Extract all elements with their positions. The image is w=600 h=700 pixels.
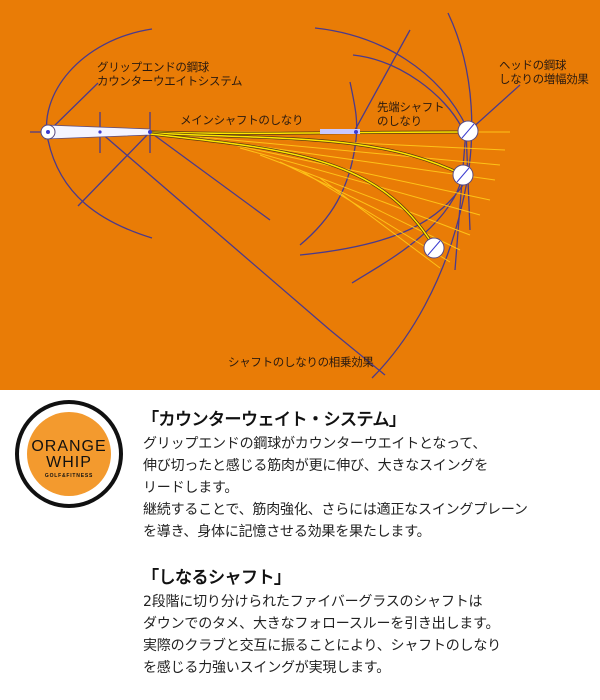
main-shaft-label: メインシャフトのしなり <box>180 113 304 127</box>
shaft-flex-diagram: グリップエンドの鋼球 カウンターウエイトシステム メインシャフトのしなり 先端シ… <box>0 0 600 390</box>
desc-line: 継続することで、筋肉強化、さらには適正なスイングプレーン <box>143 502 528 518</box>
tip-shaft-label-line2: のしなり <box>377 114 422 128</box>
logo-text-whip: WHIP <box>46 454 92 471</box>
desc-line: リードします。 <box>143 480 239 496</box>
desc-line: 実際のクラブと交互に振ることにより、シャフトのしなり <box>143 638 501 654</box>
orange-whip-logo: ORANGE WHIP GOLF&FITNESS <box>15 400 123 508</box>
tip-shaft-label-line1: 先端シャフト <box>377 100 445 114</box>
counterweight-description: グリップエンドの鋼球がカウンターウエイトとなって、 伸び切ったと感じる筋肉が更に… <box>143 433 528 543</box>
counterweight-title: 「カウンターウェイト・システム」 <box>142 410 406 430</box>
diagram-graphic <box>30 12 521 379</box>
head-label: ヘッドの鋼球 しなりの増幅効果 <box>499 58 589 86</box>
grip-end-label-line2: カウンターウエイトシステム <box>97 74 243 88</box>
grip-end-label: グリップエンドの鋼球 カウンターウエイトシステム <box>97 60 243 88</box>
logo-orange-circle <box>27 412 111 496</box>
head-label-line2: しなりの増幅効果 <box>499 72 589 86</box>
head-label-line1: ヘッドの鋼球 <box>499 58 567 72</box>
desc-line: 伸び切ったと感じる筋肉が更に伸び、大きなスイングを <box>143 458 488 474</box>
flex-shaft-title: 「しなるシャフト」 <box>142 568 291 588</box>
desc-line: を導き、身体に記憶させる効果を果たします。 <box>143 524 431 540</box>
desc-line: を感じる力強いスイングが実現します。 <box>143 660 390 676</box>
desc-line: グリップエンドの鋼球がカウンターウエイトとなって、 <box>143 436 487 452</box>
desc-line: ダウンでのタメ、大きなフォロースルーを引き出します。 <box>143 616 500 632</box>
flex-shaft-description: 2段階に切り分けられたファイバーグラスのシャフトは ダウンでのタメ、大きなフォロ… <box>143 591 501 679</box>
grip-end-label-line1: グリップエンドの鋼球 <box>97 60 209 74</box>
desc-line: 2段階に切り分けられたファイバーグラスのシャフトは <box>143 594 483 610</box>
logo-text-orange: ORANGE <box>31 438 107 455</box>
tip-shaft-label: 先端シャフト のしなり <box>377 100 445 128</box>
logo-text-golf-fitness: GOLF&FITNESS <box>44 473 94 479</box>
combined-effect-label: シャフトのしなりの相乗効果 <box>228 355 374 369</box>
